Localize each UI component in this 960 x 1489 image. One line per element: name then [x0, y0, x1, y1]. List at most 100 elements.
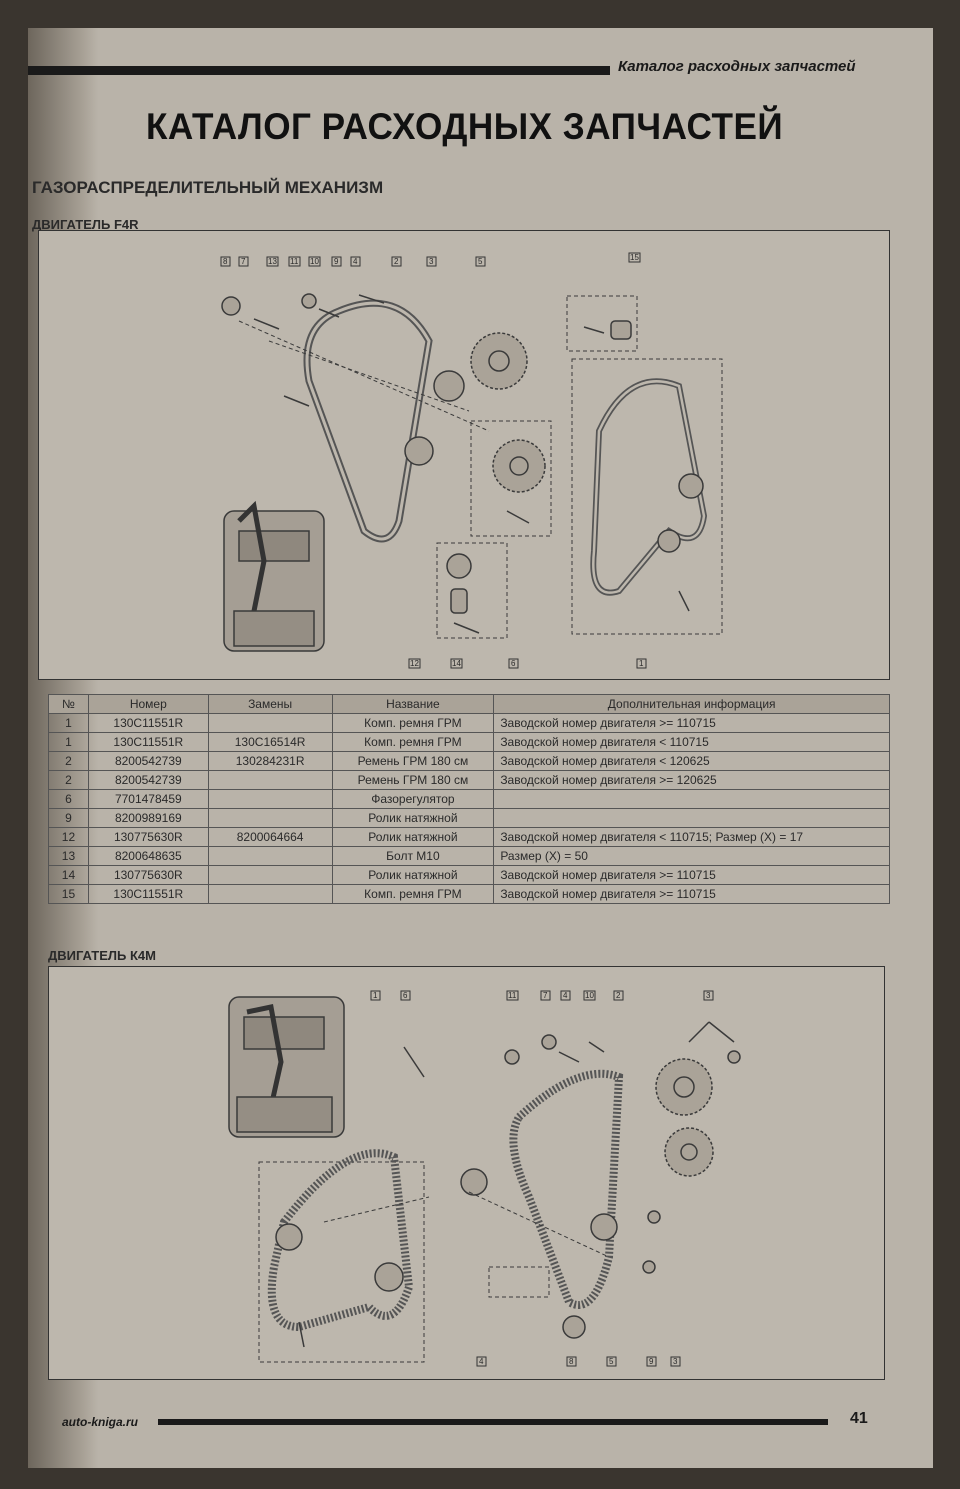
footer-site: auto-kniga.ru	[62, 1415, 139, 1429]
f4r-callout: 5	[478, 257, 483, 266]
cell: 2	[48, 751, 89, 771]
cell: 6	[48, 789, 89, 809]
cell: 130775630R	[87, 827, 209, 847]
page-title: КАТАЛОГ РАСХОДНЫХ ЗАПЧАСТЕЙ	[146, 106, 784, 147]
cell	[207, 770, 333, 790]
cell	[207, 865, 333, 885]
f4r-callout: 4	[353, 257, 358, 266]
col-replacements: Замены	[207, 694, 333, 714]
page-number: 41	[850, 1410, 868, 1427]
k4m-callout: 6	[403, 991, 408, 1000]
cell: Ролик натяжной	[331, 865, 495, 885]
k4m-callout: 4	[563, 991, 568, 1000]
cell: 9	[48, 808, 89, 828]
table-header-row: № Номер Замены Название Дополнительная и…	[48, 694, 890, 714]
k4m-callout: 3	[673, 1357, 678, 1366]
cell: Заводской номер двигателя < 110715	[493, 732, 890, 752]
f4r-callout: 1	[639, 659, 644, 668]
cell: Комп. ремня ГРМ	[331, 713, 495, 733]
cell: 8200648635	[87, 846, 209, 866]
f4r-callout: 2	[394, 257, 399, 266]
f4r-callout: 6	[511, 659, 516, 668]
cell: 14	[48, 865, 89, 885]
f4r-callout: 14	[452, 659, 461, 668]
f4r-callout: 11	[290, 257, 299, 266]
k4m-callout: 5	[609, 1357, 614, 1366]
f4r-callout: 9	[334, 257, 339, 266]
cell: 130C11551R	[87, 884, 209, 904]
k4m-callout: 8	[569, 1357, 574, 1366]
engine-f4r-label: ДВИГАТЕЛЬ F4R	[32, 217, 139, 232]
cell: Заводской номер двигателя >= 110715	[493, 865, 890, 885]
running-header: Каталог расходных запчастей	[618, 58, 856, 75]
cell: Комп. ремня ГРМ	[331, 884, 495, 904]
f4r-timing-diagram: 8 7 13 11 10 9 4 2 3 5 15 12 14 6 1	[38, 230, 890, 680]
cell: Болт М10	[331, 846, 495, 866]
cell: 1	[48, 713, 89, 733]
cell: Заводской номер двигателя < 110715; Разм…	[493, 827, 890, 847]
cell: Ремень ГРМ 180 см	[331, 770, 495, 790]
col-extra-info: Дополнительная информация	[493, 694, 890, 714]
cell: Заводской номер двигателя < 120625	[493, 751, 890, 771]
cell	[207, 884, 333, 904]
cell: Заводской номер двигателя >= 110715	[493, 884, 890, 904]
f4r-callout: 12	[410, 659, 419, 668]
cell: Фазорегулятор	[331, 789, 495, 809]
cell: 2	[48, 770, 89, 790]
k4m-callout: 11	[508, 991, 517, 1000]
cell: Заводской номер двигателя >= 110715	[493, 713, 890, 733]
f4r-callout: 15	[630, 253, 639, 262]
cell	[493, 808, 890, 828]
k4m-timing-diagram: 1 6 11 7 4 10 2 3 4 8 5 9 3	[48, 966, 885, 1380]
cell: 8200064664	[207, 827, 333, 847]
k4m-callout: 10	[585, 991, 594, 1000]
cell: 15	[48, 884, 89, 904]
k4m-callout: 1	[373, 991, 378, 1000]
cell: 130775630R	[87, 865, 209, 885]
cell: 8200989169	[87, 808, 209, 828]
parts-table: № Номер Замены Название Дополнительная и…	[48, 694, 890, 904]
footer-rule	[158, 1419, 828, 1425]
col-number: №	[48, 694, 89, 714]
header-rule	[28, 66, 610, 75]
f4r-callout: 7	[241, 257, 246, 266]
cell	[207, 713, 333, 733]
catalog-page: Каталог расходных запчастей КАТАЛОГ РАСХ…	[28, 28, 933, 1468]
section-title: ГАЗОРАСПРЕДЕЛИТЕЛЬНЫЙ МЕХАНИЗМ	[32, 178, 384, 197]
f4r-callout: 8	[223, 257, 228, 266]
cell	[493, 789, 890, 809]
f4r-callout: 3	[429, 257, 434, 266]
cell: 130C11551R	[87, 713, 209, 733]
k4m-callout: 2	[616, 991, 621, 1000]
col-name: Название	[331, 694, 495, 714]
cell: 1	[48, 732, 89, 752]
cell: Ролик натяжной	[331, 827, 495, 847]
k4m-callout: 7	[543, 991, 548, 1000]
cell: 130C11551R	[87, 732, 209, 752]
cell: 8200542739	[87, 770, 209, 790]
col-part-number: Номер	[87, 694, 209, 714]
k4m-callout: 4	[479, 1357, 484, 1366]
cell	[207, 808, 333, 828]
cell: 7701478459	[87, 789, 209, 809]
cell: Ремень ГРМ 180 см	[331, 751, 495, 771]
k4m-callout: 3	[706, 991, 711, 1000]
f4r-callout: 10	[310, 257, 319, 266]
cell: Заводской номер двигателя >= 120625	[493, 770, 890, 790]
f4r-callout: 13	[268, 257, 277, 266]
cell: 8200542739	[87, 751, 209, 771]
cell	[207, 789, 333, 809]
cell: Размер (X) = 50	[493, 846, 890, 866]
f4r-diagram-drawing: 8 7 13 11 10 9 4 2 3 5 15 12 14 6 1	[220, 252, 723, 669]
cell: 130284231R	[207, 751, 333, 771]
cell: 130C16514R	[207, 732, 333, 752]
